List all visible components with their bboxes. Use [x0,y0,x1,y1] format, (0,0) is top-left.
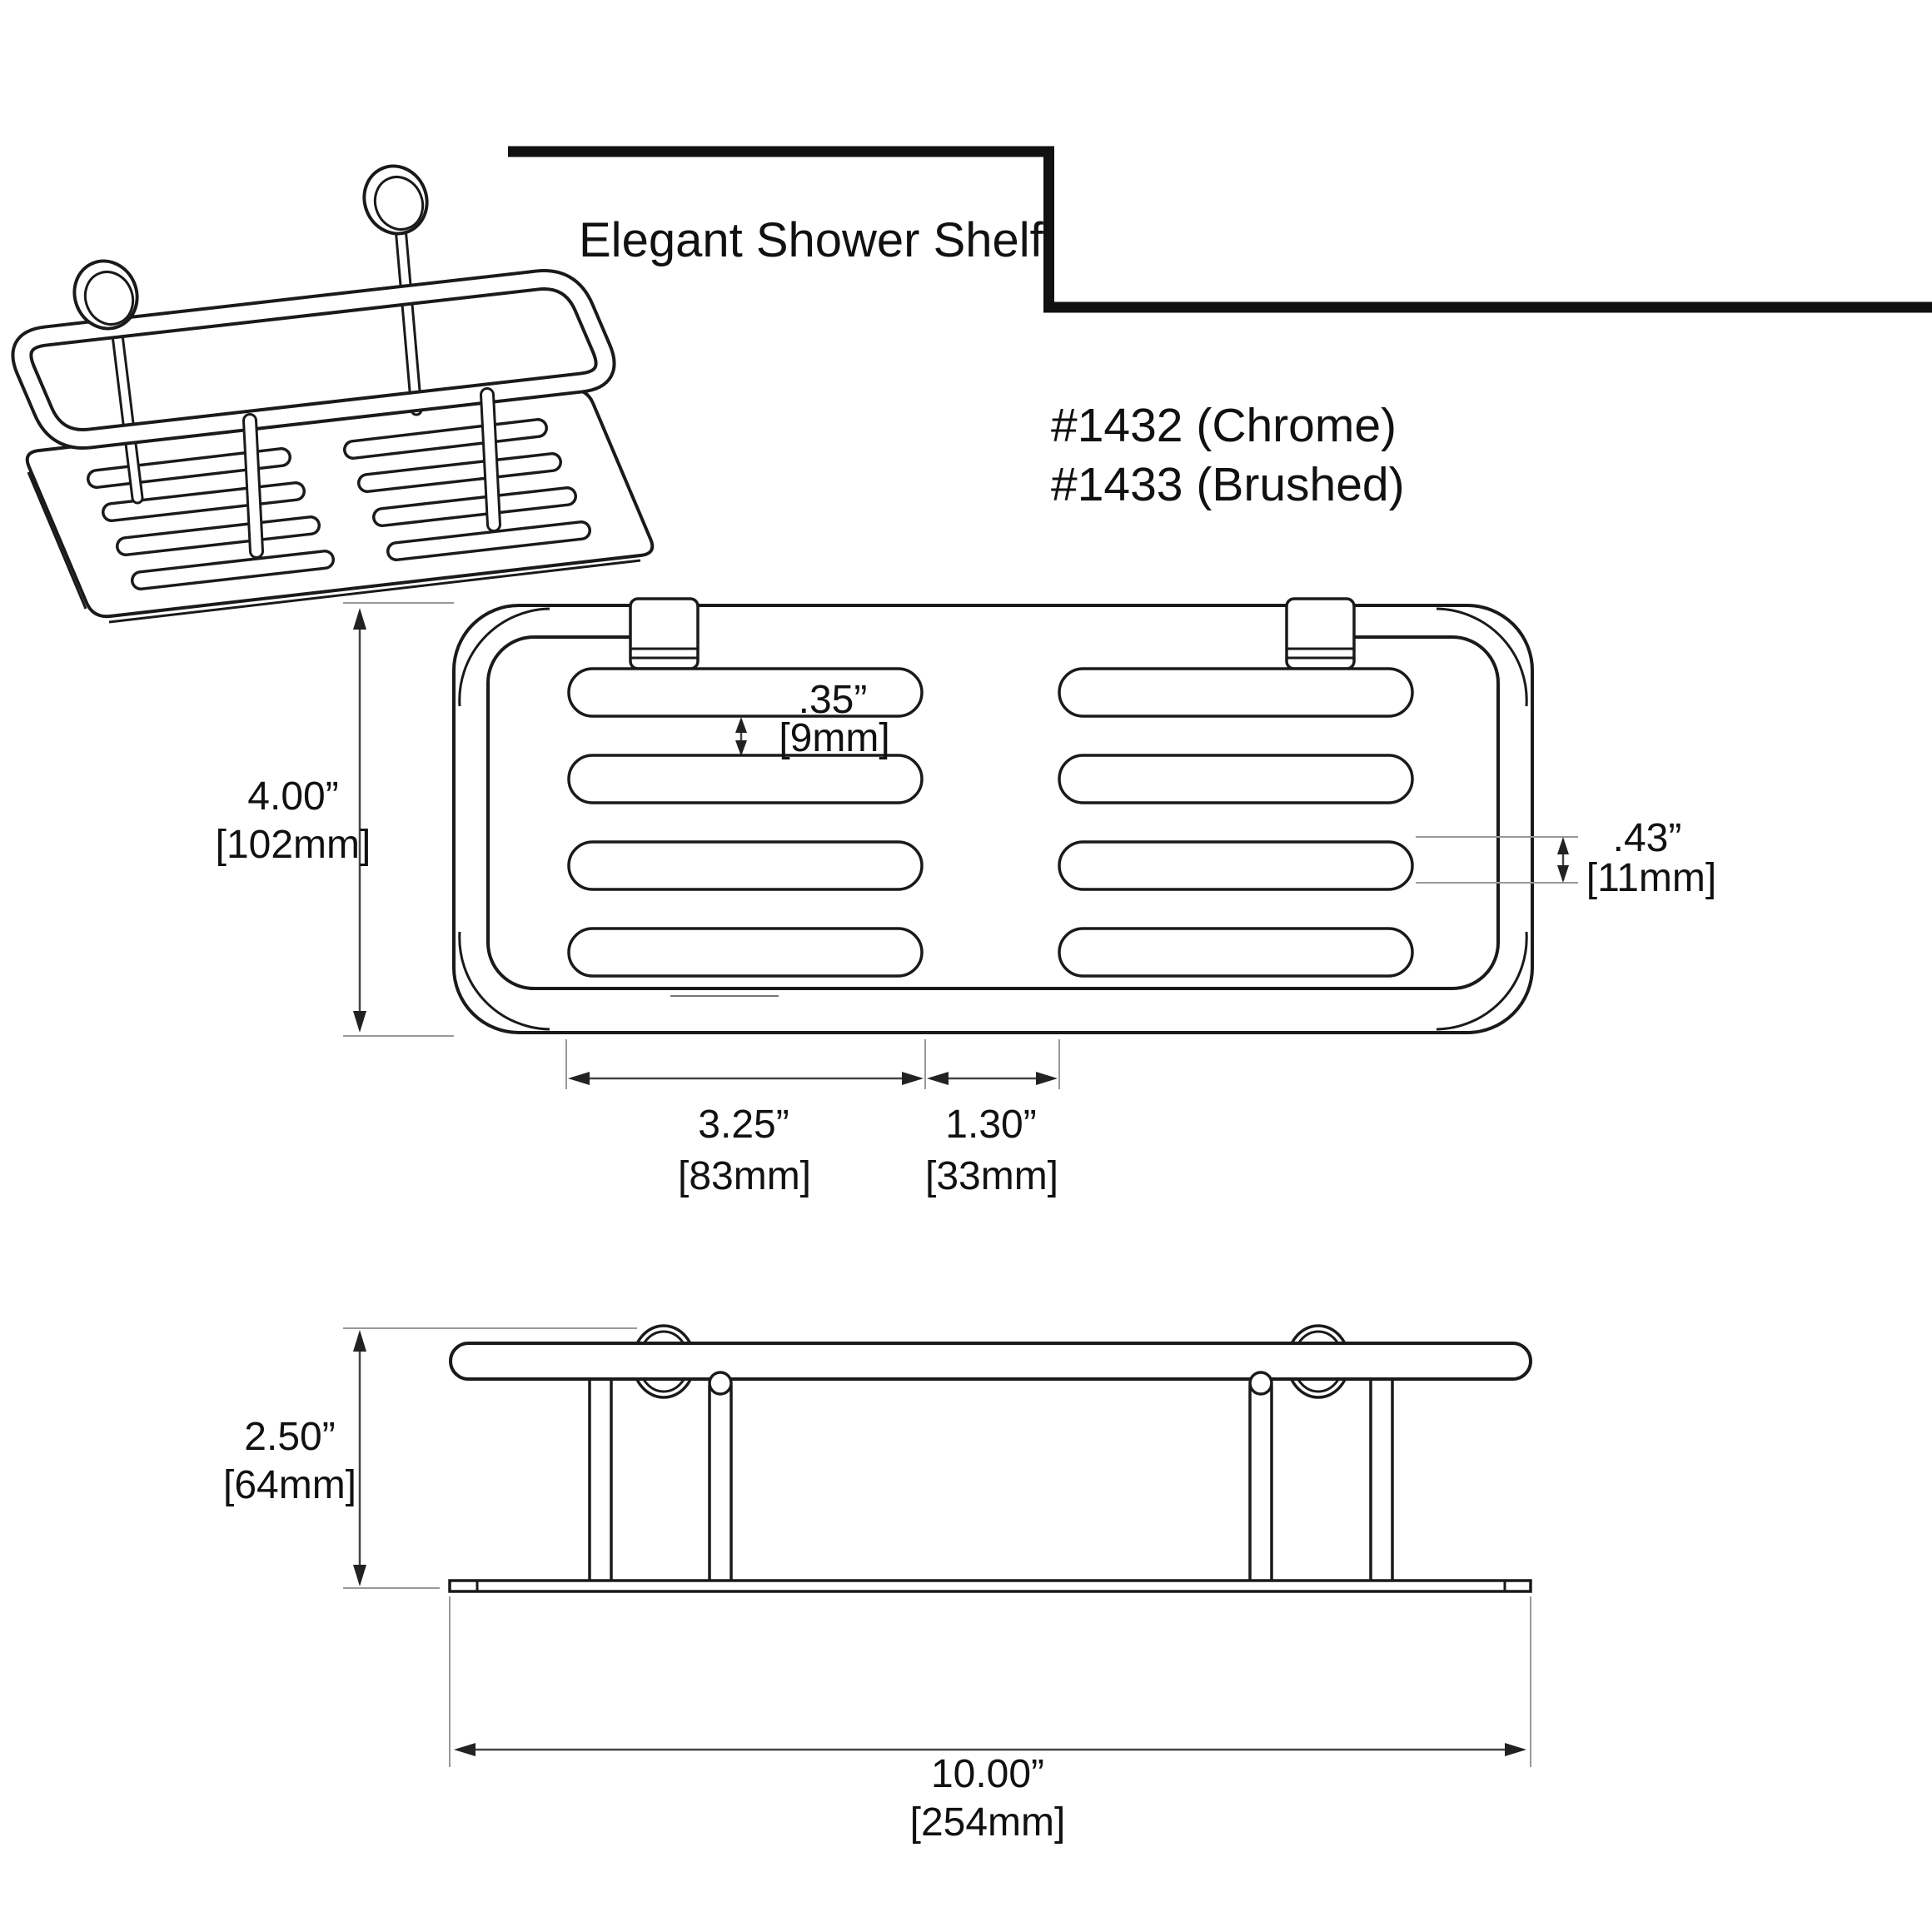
front-view: 2.50” [64mm] 10.00” [254mm] [223,1324,1532,1845]
top-view-rail [486,635,1500,990]
iso-plate-edge [27,471,641,624]
front-view-base-plate [448,1579,1532,1593]
dim-depth-in: 4.00” [247,774,338,819]
top-view-corner-arcs [458,607,1528,1031]
front-view-legs [588,1379,1394,1581]
dim-slot-gap-in: .35” [799,678,868,722]
iso-rail [11,269,616,450]
header: Elegant Shower Shelf #1432 (Chrome) #143… [508,146,1932,511]
iso-mount-cap-right [362,164,429,236]
top-view-bracket-left [629,597,700,670]
dim-front-height-in: 2.50” [244,1415,335,1459]
dim-slot-height: .43” [11mm] [1416,816,1716,900]
front-view-rail-bar [449,1342,1532,1381]
top-view: 4.00” [102mm] .35” [9mm] .43” [11mm] 3.2… [216,597,1716,1198]
dim-column-gap-in: 1.30” [945,1103,1036,1147]
dim-slot-height-in: .43” [1613,816,1682,860]
dim-slot-length-in: 3.25” [698,1103,789,1147]
front-view-leg-bump-left [708,1371,733,1396]
header-step-rule [508,146,1932,313]
top-view-slots [567,667,1414,978]
iso-front-legs [242,387,501,559]
page-title: Elegant Shower Shelf [579,213,1044,267]
model-number-brushed: #1433 (Brushed) [1051,458,1405,511]
iso-slots [87,418,591,590]
dim-column-gap-mm: [33mm] [925,1154,1058,1198]
dim-slot-height-mm: [11mm] [1586,856,1716,900]
dim-top-depth: 4.00” [102mm] [216,602,454,1037]
dim-front-height-mm: [64mm] [223,1463,356,1507]
iso-mount-cap-left [72,259,139,331]
dim-slot-length: 3.25” [83mm] 1.30” [33mm] [565,1039,1060,1198]
dim-front-width-mm: [254mm] [910,1800,1066,1845]
dim-depth-mm: [102mm] [216,823,371,867]
dim-slot-gap: .35” [9mm] [735,678,890,760]
top-view-bracket-right [1285,597,1356,670]
dim-front-height: 2.50” [64mm] [223,1327,637,1589]
dim-slot-gap-mm: [9mm] [779,716,889,760]
dim-front-width-in: 10.00” [931,1752,1044,1796]
isometric-view [11,164,655,624]
front-view-leg-bump-right [1248,1371,1273,1396]
dim-front-width: 10.00” [254mm] [449,1596,1531,1845]
dim-slot-length-mm: [83mm] [678,1154,811,1198]
iso-back-stems [108,212,423,505]
model-number-chrome: #1432 (Chrome) [1051,399,1397,452]
